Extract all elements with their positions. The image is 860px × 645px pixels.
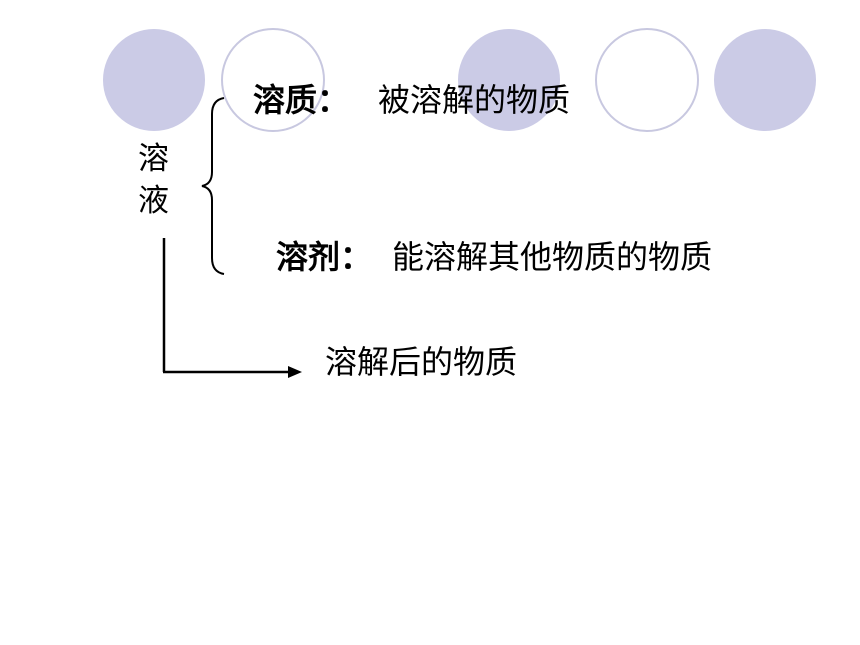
solution-label: 溶液 bbox=[138, 141, 169, 219]
decorative-circle-filled-3 bbox=[714, 29, 816, 131]
solute-definition: 被溶解的物质 bbox=[378, 81, 571, 119]
decorative-circle-filled-2 bbox=[458, 29, 560, 131]
decorative-circle-outline-2 bbox=[595, 28, 699, 132]
arrow-head-icon bbox=[288, 366, 302, 378]
decorative-circle-outline-1 bbox=[221, 28, 325, 132]
result-text: 溶解后的物质 bbox=[325, 343, 518, 381]
solvent-definition: 能溶解其他物质的物质 bbox=[392, 238, 713, 276]
decorative-circle-filled-1 bbox=[103, 29, 205, 131]
curly-brace bbox=[201, 97, 225, 275]
solute-term: 溶质： bbox=[253, 81, 350, 119]
solvent-term: 溶剂： bbox=[276, 238, 373, 276]
